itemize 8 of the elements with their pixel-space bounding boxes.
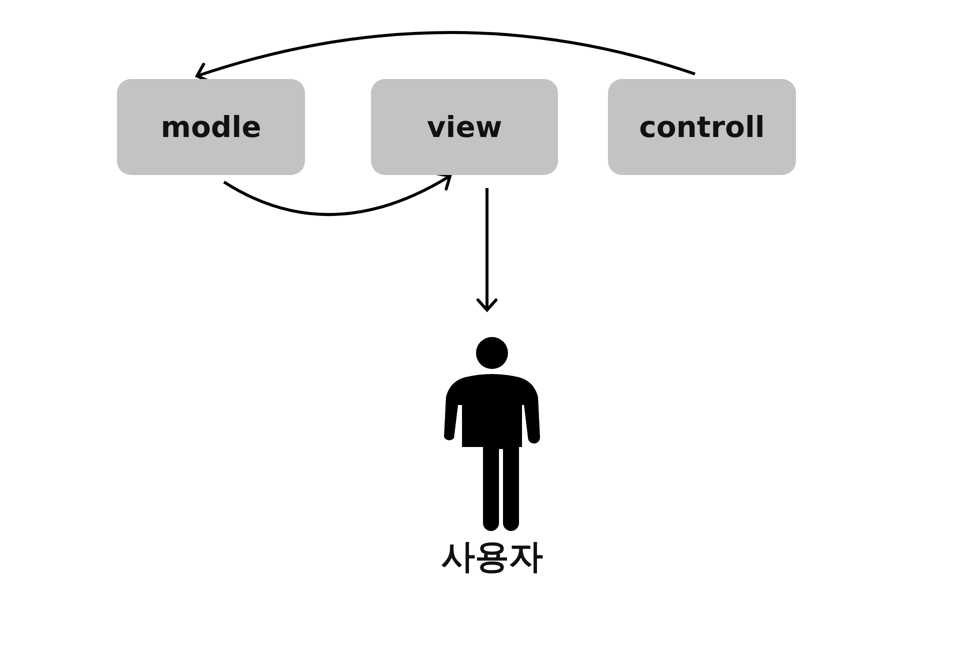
process-box [371, 79, 558, 175]
node-label: view [426, 110, 502, 144]
node-label: controll [639, 110, 765, 144]
arrow [476, 188, 498, 312]
process-box [608, 79, 796, 175]
node-label: modle [160, 110, 262, 144]
process-box [117, 79, 305, 175]
person-label: 사용자 [440, 536, 544, 579]
